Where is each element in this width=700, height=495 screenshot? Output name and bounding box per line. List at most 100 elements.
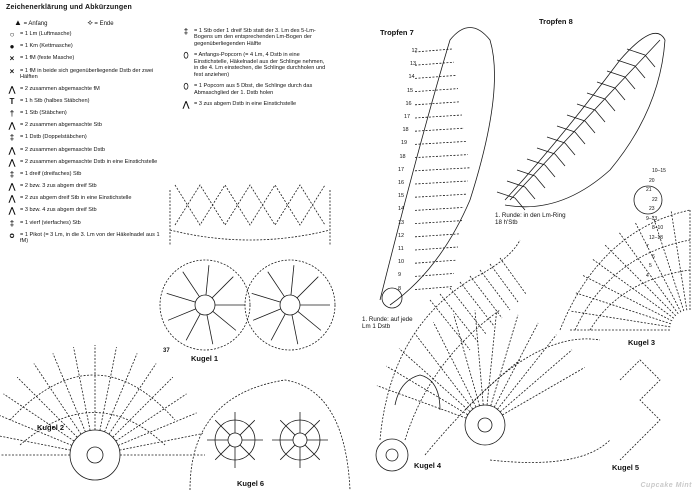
legend-row: ᴑ = 1 Pikot (= 3 Lm, in die 3. Lm von der… <box>4 230 164 245</box>
legend-row: ⋀ = 3 zus abgem Dstb in eine Einstichstel… <box>178 100 328 110</box>
row-number: 10 <box>398 259 405 266</box>
row-number: 20 <box>649 177 655 184</box>
row-number: 17 <box>398 166 405 173</box>
legend-row: ×= 1 fM (feste Masche) <box>4 55 164 63</box>
legend-row: ⋀= 2 zusammen abgemaschte Dstb in eine E… <box>4 158 164 166</box>
kugel2-diagram <box>0 345 205 481</box>
dc-icon: † <box>9 108 15 118</box>
legend-text: = 1 Stb (Stäbchen) <box>20 109 67 116</box>
tropfen8-round1-note: 1. Runde: in den Lm-Ring 18 h'Stb <box>495 212 566 226</box>
legend-text: = 1 Pikot (= 3 Lm, in die 3. Lm von der … <box>20 231 160 245</box>
legend-text: = 1 vierf (vierfaches) Stb <box>20 219 81 226</box>
row-number: 4 <box>646 272 649 279</box>
triple-tr-icon: ‡ <box>9 169 15 179</box>
legend-title: Zeichenerklärung und Abkürzungen <box>6 4 132 11</box>
legend-row: ‡= 1 Dstb (Doppelstäbchen) <box>4 134 164 142</box>
kugel1-label: Kugel 1 <box>191 354 219 363</box>
slip-stitch-icon: ● <box>9 42 15 52</box>
legend-text: = 1 Km (Kettmasche) <box>20 43 73 50</box>
stitch-count-37: 37 <box>163 348 170 354</box>
kugel6-diagram <box>189 379 351 491</box>
row-number: 8–10 <box>652 225 664 231</box>
row-number: 16 <box>405 100 412 107</box>
row-number: 10–15 <box>652 168 666 174</box>
legend-text: = 1 dreif (dreifaches) Stb <box>20 170 82 177</box>
legend-text: = 2 zusammen abgemaschte Stb <box>20 122 102 129</box>
row-number: 9–13 <box>646 215 658 222</box>
row-number: 13 <box>410 61 417 68</box>
row-number: 18 <box>402 127 409 134</box>
popcorn-5-icon: ⬯ <box>183 82 189 92</box>
row-number: 5 <box>649 263 652 269</box>
kugel3-label: Kugel 3 <box>628 338 656 347</box>
tr3tog-icon: ⋀ <box>182 100 190 110</box>
row-number: 12 <box>411 48 418 54</box>
legend-row: T = 1 h Stb (halbes Stäbchen) <box>4 96 164 106</box>
legend-row: ⋀ = 2 bzw. 3 zus abgem dreif Stb <box>4 182 164 192</box>
legend-text: = 3 zus abgem Dstb in eine Einstichstell… <box>194 101 297 108</box>
kugel4-label: Kugel 4 <box>414 461 442 470</box>
legend-text: = 2 zusammen abgemaschte fM <box>20 85 100 92</box>
legend-row: ⬯ = Anfangs-Popcorn (= 4 Lm, 4 Dstb in ei… <box>178 52 328 78</box>
legend-row: ⋀= 2 zusammen abgemaschte Dstb <box>4 146 164 154</box>
row-number: 9 <box>398 272 402 279</box>
legend-text: = 2 bzw. 3 zus abgem dreif Stb <box>20 183 97 190</box>
picot-icon: ᴑ <box>9 230 15 240</box>
legend-text: = 2 zusammen abgemaschte Dstb in eine Ei… <box>20 158 158 165</box>
split-sc-icon: × <box>9 66 15 76</box>
legend-text: = 1 fM in beide sich gegenüberliegende D… <box>20 67 154 80</box>
legend-text: = Anfangs-Popcorn (= 4 Lm, 4 Dstb in ein… <box>194 52 326 78</box>
legend-row: ⬯= 1 Popcorn aus 5 Dbst, die Schlinge du… <box>178 83 328 96</box>
legend-text: = 3 bzw. 4 zus abgem dreif Stb <box>20 207 97 214</box>
tropfen8-label: Tropfen 8 <box>539 17 573 26</box>
popcorn-icon: ⬯ <box>183 51 189 61</box>
row-number: 6 <box>652 253 655 260</box>
start-arrow-icon: ▲ <box>14 18 22 27</box>
legend-row: × = 1 fM in beide sich gegenüberliegende … <box>4 66 164 81</box>
chain-oval-icon: ○ <box>9 30 15 39</box>
end-label: = Ende <box>94 21 114 27</box>
row-number: 21 <box>646 187 652 193</box>
row-number: 19 <box>401 140 408 147</box>
kugel6-label: Kugel 6 <box>237 479 265 488</box>
start-item: ▲ = Anfang <box>14 18 47 28</box>
half-dc-icon: T <box>9 96 15 106</box>
row-number: 18 <box>399 153 406 160</box>
legend-column-2: ‡= 1 Stb oder 1 dreif Stb statt der 3. L… <box>178 28 328 113</box>
dc3tog-icon: ⋀ <box>8 182 16 192</box>
legend-text: = 1 Lm (Luftmasche) <box>20 31 72 37</box>
legend-text: = 1 fM (feste Masche) <box>20 55 75 62</box>
legend-row: † = 1 Stb (Stäbchen) <box>4 108 164 118</box>
legend-row: ⋀= 2 zus abgem dreif Stb in eine Einstic… <box>4 194 164 204</box>
row-number: 8 <box>398 285 402 292</box>
row-number: 23 <box>649 206 655 212</box>
tropfen7-label: Tropfen 7 <box>380 28 414 37</box>
tropfen7-diagram <box>379 27 495 309</box>
row-number: 11 <box>398 246 404 252</box>
kugel2-label: Kugel 2 <box>37 423 65 432</box>
row-number: 13 <box>398 219 405 226</box>
legend-column-1: ○ = 1 Lm (Luftmasche) ● = 1 Km (Kettmasche)… <box>4 31 164 250</box>
row-number: 15 <box>407 87 414 94</box>
dc2tog-icon: ⋀ <box>8 121 16 131</box>
dc-or-tr-icon: ‡ <box>183 27 189 36</box>
kugel5-label: Kugel 5 <box>612 463 640 472</box>
row-number: 12–18 <box>649 234 663 241</box>
legend-row: ‡= 1 Stb oder 1 dreif Stb statt der 3. L… <box>178 28 328 47</box>
legend-row: ● = 1 Km (Kettmasche) <box>4 42 164 52</box>
legend-row: ⋀= 3 bzw. 4 zus abgem dreif Stb <box>4 207 164 215</box>
end-arrow-icon: ⟡ <box>87 18 93 27</box>
row-number: 14 <box>398 206 405 213</box>
row-number: 16 <box>398 180 405 186</box>
legend-row: ○ = 1 Lm (Luftmasche) <box>4 30 164 39</box>
legend-text: = 1 h Stb (halbes Stäbchen) <box>20 97 90 104</box>
legend-row: ‡ = 1 dreif (dreifaches) Stb <box>4 169 164 179</box>
dc3tog-same-icon: ⋀ <box>8 194 16 204</box>
legend-row: ⋀ = 2 zusammen abgemaschte Stb <box>4 121 164 131</box>
row-number: 15 <box>398 193 405 200</box>
legend-row: ⋀ = 2 zusammen abgemaschte fM <box>4 84 164 94</box>
watermark: Cupcake Mint <box>640 482 692 489</box>
end-item: ⟡ = Ende <box>87 18 113 28</box>
sc2tog-icon: ⋀ <box>8 84 16 94</box>
